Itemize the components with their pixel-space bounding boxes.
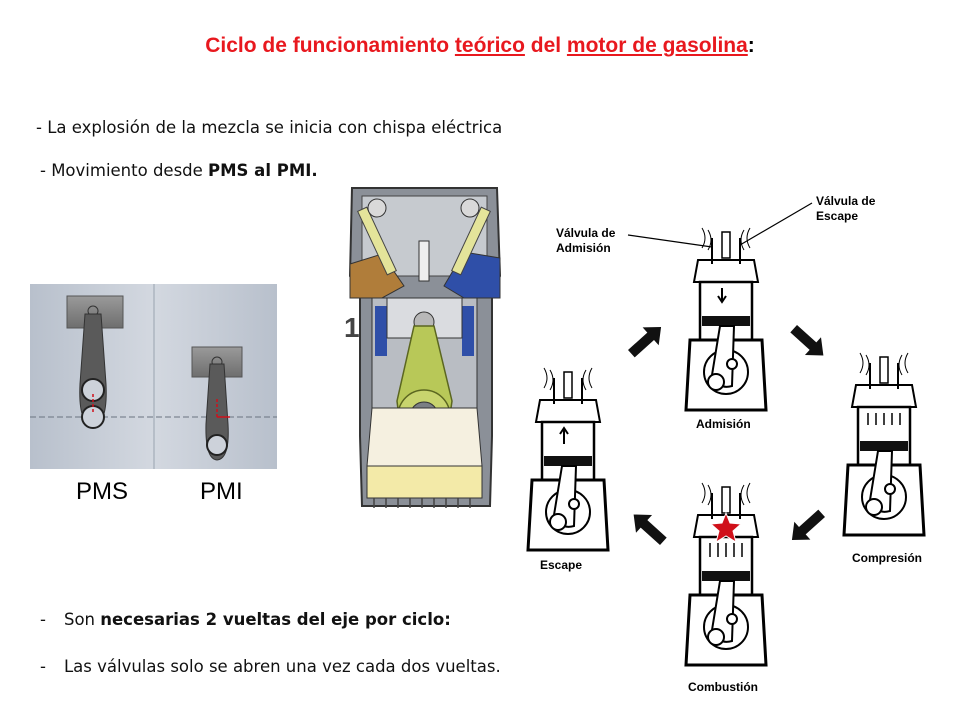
- exhaust-valve-leader: [739, 202, 813, 246]
- intake-valve-label-line2: Admisión: [556, 241, 611, 255]
- piston-position-illustration: [30, 284, 277, 469]
- title-part-2: teórico: [454, 34, 525, 57]
- stage-escape-cylinder: [526, 366, 610, 552]
- stage-label-escape: Escape: [540, 558, 583, 572]
- bullet-turns-prefix: Son: [63, 610, 101, 629]
- engine-cutaway-illustration: [348, 187, 502, 508]
- piston-pmi: [191, 346, 243, 461]
- bullet-valves: -Las válvulas solo se abren una vez cada…: [40, 657, 501, 676]
- intake-valve-label-line1: Válvula de: [556, 226, 616, 240]
- cycle-arrow-up-left-icon: [625, 505, 672, 551]
- stage-admision-cylinder: [684, 226, 768, 412]
- bullet-movement-bold: PMS al PMI.: [208, 161, 318, 180]
- cycle-arrow-down-left-icon: [783, 504, 830, 549]
- bullet-valves-dash: -: [40, 657, 46, 676]
- bullet-turns-dash: -: [40, 610, 46, 629]
- stage-compresion-cylinder: [842, 351, 926, 537]
- four-stroke-cycle-diagram: [510, 185, 950, 700]
- bullet-movement-prefix: - Movimiento desde: [40, 161, 209, 180]
- stage-label-combustion: Combustión: [688, 680, 758, 694]
- pms-label: PMS: [76, 478, 129, 505]
- stage-combustion-cylinder: [684, 481, 768, 667]
- four-stroke-cycle-illustration: [526, 202, 926, 667]
- bullet-valves-text: Las válvulas solo se abren una vez cada …: [63, 657, 501, 676]
- bullet-turns-bold: necesarias 2 vueltas del eje por ciclo:: [100, 610, 451, 629]
- title-part-3: del: [524, 34, 567, 57]
- exhaust-valve-label: Válvula de Escape: [816, 194, 875, 224]
- spark-star-icon: [709, 511, 743, 544]
- title-part-5: :: [747, 34, 755, 57]
- bullet-movement: - Movimiento desde PMS al PMI.: [40, 161, 318, 180]
- piston-position-panel: [30, 284, 277, 469]
- pmi-label: PMI: [200, 478, 243, 505]
- engine-step-number: 1: [344, 312, 360, 343]
- engine-cutaway: [342, 186, 507, 516]
- exhaust-valve-label-line2: Escape: [816, 209, 859, 223]
- bullet-explosion: - La explosión de la mezcla se inicia co…: [36, 118, 503, 137]
- exhaust-valve-label-line1: Válvula de: [816, 194, 876, 208]
- title-part-4: motor de gasolina: [566, 34, 748, 57]
- slide-title: Ciclo de funcionamiento teórico del moto…: [0, 34, 960, 58]
- piston-pms: [66, 295, 124, 429]
- cycle-arrow-up-right-icon: [623, 318, 670, 363]
- title-part-1: Ciclo de funcionamiento: [205, 34, 455, 57]
- intake-valve-label: Válvula de Admisión: [556, 226, 615, 256]
- stage-label-compresion: Compresión: [852, 551, 923, 565]
- stage-label-admision: Admisión: [696, 417, 751, 431]
- cycle-arrow-down-right-icon: [785, 319, 832, 365]
- bullet-turns: -Son necesarias 2 vueltas del eje por ci…: [40, 610, 451, 629]
- intake-valve-leader: [627, 234, 713, 248]
